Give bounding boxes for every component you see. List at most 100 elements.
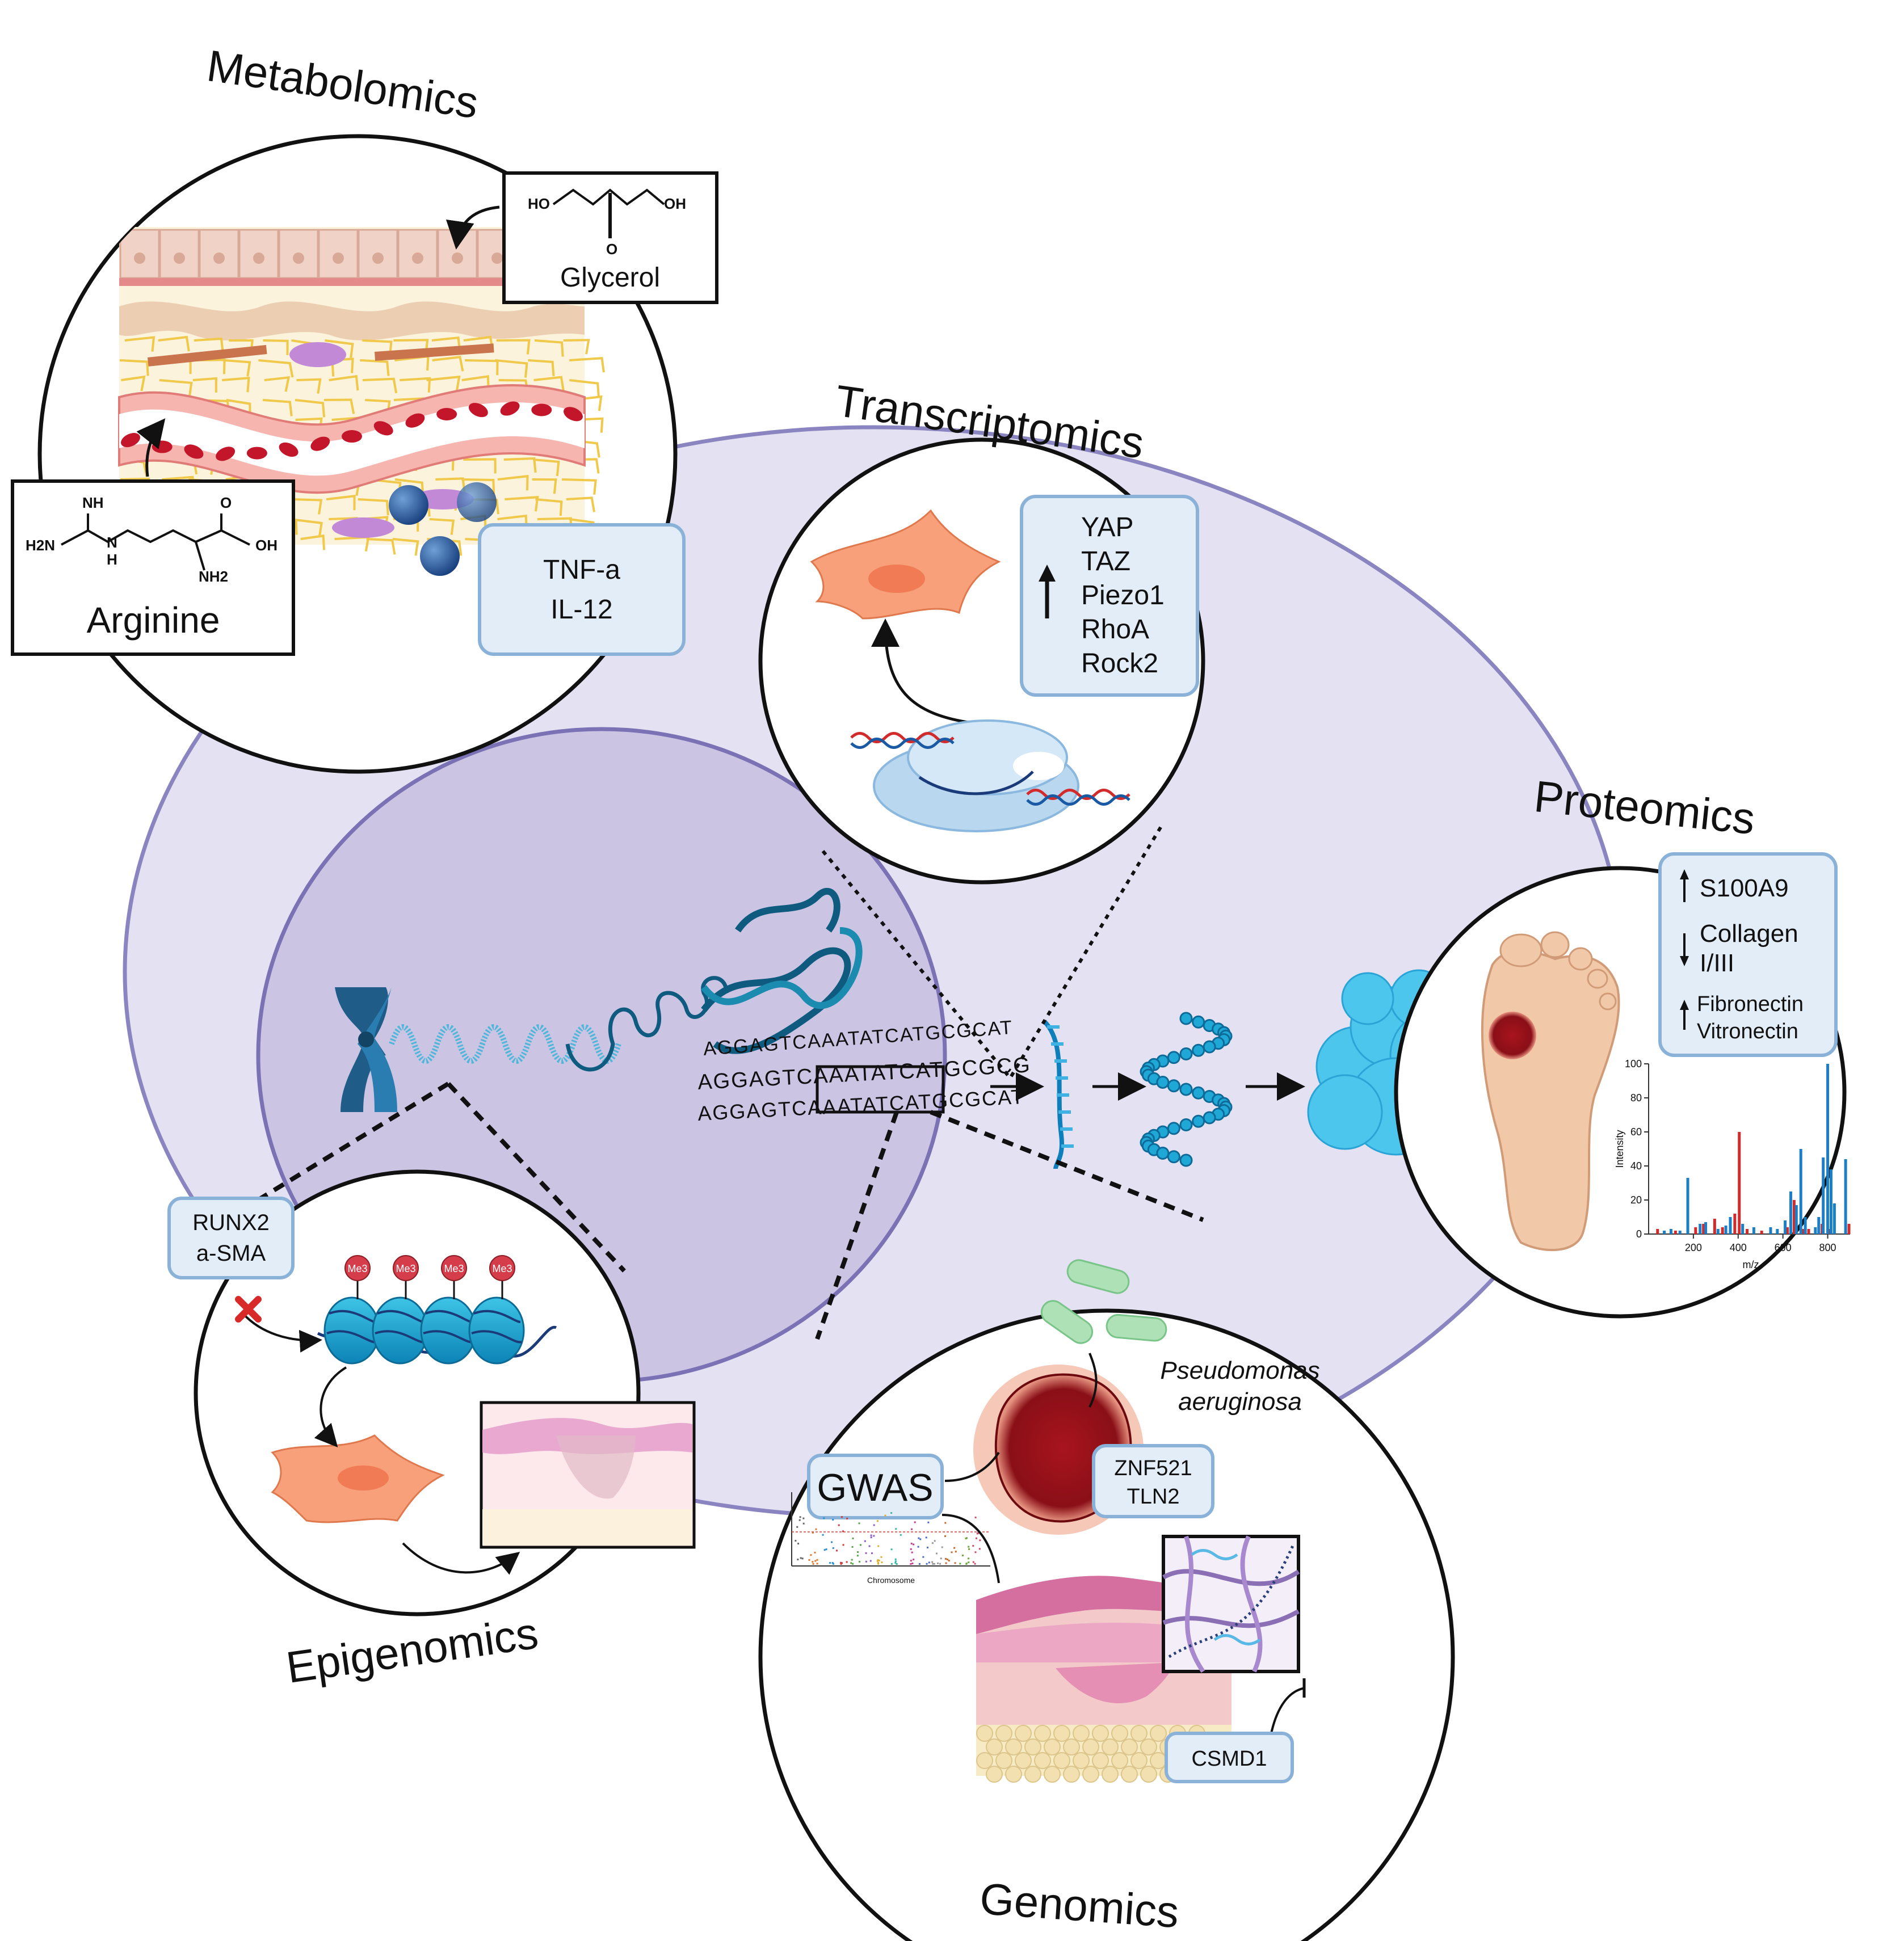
adipose-fiber: [533, 376, 565, 391]
basement-membrane: [119, 278, 585, 286]
marker-runx2: RUNX2: [192, 1210, 270, 1235]
adipose-fiber: [496, 339, 531, 355]
manhattan-point: [900, 1534, 902, 1536]
svg-text:O: O: [606, 241, 617, 258]
fat-globule: [1102, 1738, 1119, 1755]
ms-xtick-label: 600: [1775, 1242, 1792, 1253]
manhattan-point: [865, 1552, 867, 1554]
manhattan-point: [831, 1562, 834, 1564]
adipose-fiber: [569, 357, 605, 373]
ms-peak-bar: [1760, 1231, 1763, 1234]
red-blood-cell: [342, 430, 362, 443]
foot-illustration: [1481, 931, 1620, 1252]
fat-globule: [1111, 1752, 1128, 1769]
adipose-fiber: [158, 335, 190, 352]
manhattan-point: [934, 1540, 936, 1542]
amino-acid-bead: [1179, 1083, 1193, 1096]
manhattan-point: [911, 1563, 914, 1565]
arrow-glycerol: [445, 205, 500, 250]
arrow-nucleosome-to-cell: [314, 1366, 347, 1447]
fat-globule: [1082, 1738, 1099, 1755]
fat-globule: [1150, 1725, 1167, 1742]
manhattan-point: [812, 1531, 814, 1534]
fat-globule: [1111, 1725, 1128, 1742]
bacteria-icon: [1040, 1259, 1167, 1344]
manhattan-point: [881, 1561, 883, 1564]
organism-species: aeruginosa: [1178, 1388, 1302, 1416]
ms-peak-bar: [1832, 1203, 1836, 1234]
manhattan-point: [931, 1561, 934, 1563]
ms-peak-bar: [1792, 1200, 1796, 1234]
manhattan-point: [876, 1520, 879, 1522]
manhattan-point: [877, 1545, 880, 1547]
fat-globule: [1024, 1738, 1041, 1755]
manhattan-point: [870, 1536, 872, 1539]
methyl-mark-icon: [344, 1255, 371, 1281]
gene-csmd1: CSMD1: [1191, 1747, 1267, 1771]
adipose-fiber: [325, 339, 354, 359]
fat-globule: [1121, 1738, 1138, 1755]
fat-globule: [1063, 1766, 1080, 1783]
amino-acid-bead: [1192, 1043, 1205, 1057]
ms-ytick-label: 60: [1630, 1126, 1642, 1138]
manhattan-point: [873, 1524, 875, 1526]
manhattan-point: [850, 1562, 852, 1564]
ms-peak-bar: [1786, 1227, 1789, 1234]
methyl-mark-label: Me3: [492, 1263, 512, 1274]
svg-text:HO: HO: [528, 195, 550, 212]
manhattan-point: [935, 1552, 938, 1555]
ms-peak-bar: [1801, 1229, 1805, 1234]
manhattan-point: [864, 1540, 866, 1542]
gene-taz: TAZ: [1081, 546, 1130, 576]
manhattan-point: [836, 1550, 838, 1552]
ms-peak-bar: [1844, 1159, 1847, 1234]
nucleosome-icon: [468, 1296, 525, 1365]
methyl-mark-label: Me3: [444, 1263, 464, 1274]
amino-acid-bead: [1192, 1086, 1205, 1100]
ms-peak-bar: [1669, 1229, 1672, 1234]
blocked-arrow: [242, 1312, 322, 1353]
svg-text:H2N: H2N: [26, 537, 55, 554]
fat-globule: [1024, 1766, 1041, 1783]
pointer-line-manhattan: [942, 1514, 1000, 1584]
fat-globule: [1015, 1725, 1032, 1742]
manhattan-point: [871, 1552, 873, 1555]
manhattan-point: [911, 1528, 913, 1530]
manhattan-point: [911, 1551, 913, 1553]
svg-text:OH: OH: [664, 195, 686, 212]
amino-acid-bead: [1203, 1040, 1216, 1054]
dna-double-helix: [701, 887, 863, 1054]
manhattan-point: [974, 1551, 977, 1553]
manhattan-point: [953, 1547, 956, 1549]
methyl-mark-icon: [489, 1255, 515, 1281]
fat-globule: [1005, 1738, 1022, 1755]
protein-s100a9: S100A9: [1700, 874, 1789, 902]
manhattan-point: [910, 1543, 913, 1545]
epigenomics-title: Epigenomics: [283, 1608, 541, 1692]
rna-polymerase-icon: [850, 719, 1130, 832]
ms-peak-bar: [1807, 1229, 1810, 1234]
fat-globule: [986, 1738, 1003, 1755]
adipose-fiber: [324, 398, 355, 414]
arrow-arginine: [136, 418, 166, 477]
fat-globule: [1005, 1766, 1022, 1783]
pointer-line-organism: [1088, 1353, 1098, 1408]
epidermal-nucleus: [372, 252, 384, 264]
manhattan-point: [896, 1563, 898, 1565]
epidermal-nucleus: [213, 252, 225, 264]
adipose-fiber: [194, 337, 224, 353]
manhattan-point: [838, 1524, 840, 1526]
ms-peak-bar: [1826, 1064, 1830, 1234]
dna-highlight-box: [816, 1065, 945, 1114]
skin-tissue-image: [480, 1401, 696, 1549]
gene-rhoa: RhoA: [1081, 614, 1149, 645]
epidermal-nucleus: [174, 252, 185, 264]
red-blood-cell: [373, 421, 393, 436]
adipose-fiber: [426, 375, 461, 391]
amino-acid-bead: [1167, 1051, 1180, 1064]
manhattan-point: [859, 1544, 861, 1546]
manhattan-point: [842, 1530, 844, 1532]
arginine-label: Arginine: [87, 600, 220, 641]
metabolomics-title: Metabolomics: [204, 40, 481, 128]
